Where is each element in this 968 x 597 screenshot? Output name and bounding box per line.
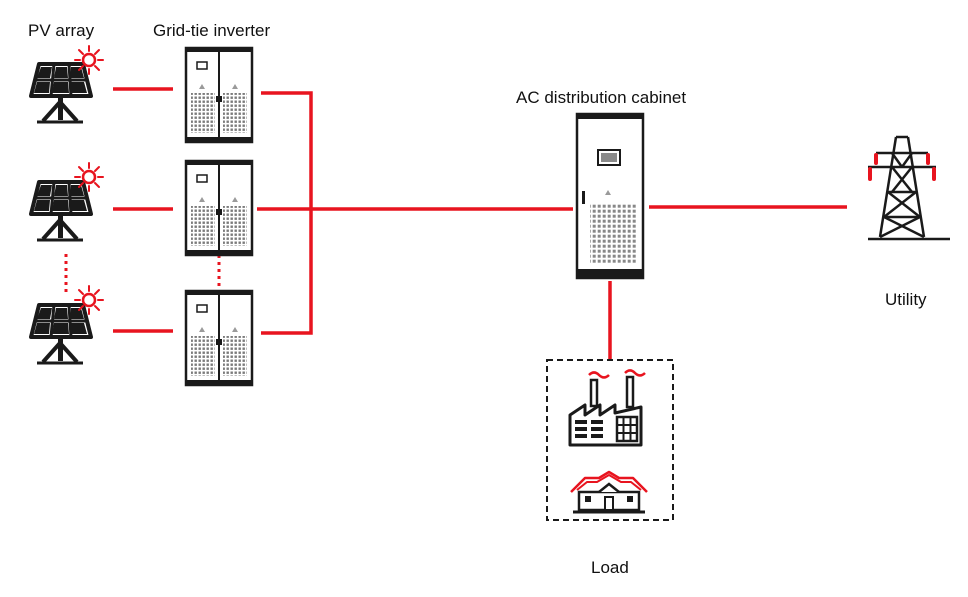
pv-array-label: PV array (28, 21, 95, 40)
inverter-cabinet-icon (184, 46, 254, 144)
connection-lines (113, 87, 847, 360)
transmission-tower-icon (868, 135, 950, 241)
inverter-cabinet-icon (184, 289, 254, 387)
utility-label: Utility (885, 290, 927, 309)
solar-panel-icon (29, 62, 93, 124)
sun-icon (73, 284, 105, 316)
house-icon (570, 470, 648, 514)
inverter-bus-line (261, 91, 313, 335)
ac-distribution-cabinet-label: AC distribution cabinet (516, 88, 687, 107)
grid-tie-inverter-label: Grid-tie inverter (153, 21, 271, 40)
sun-icon (73, 44, 105, 76)
load-label: Load (591, 558, 629, 577)
factory-icon (568, 369, 646, 447)
solar-panel-icon (29, 303, 93, 365)
solar-panel-icon (29, 180, 93, 242)
sun-icon (73, 161, 105, 193)
load-boundary-box (546, 359, 674, 521)
ac-distribution-cabinet-icon (575, 112, 645, 280)
inverter-cabinet-icon (184, 159, 254, 257)
